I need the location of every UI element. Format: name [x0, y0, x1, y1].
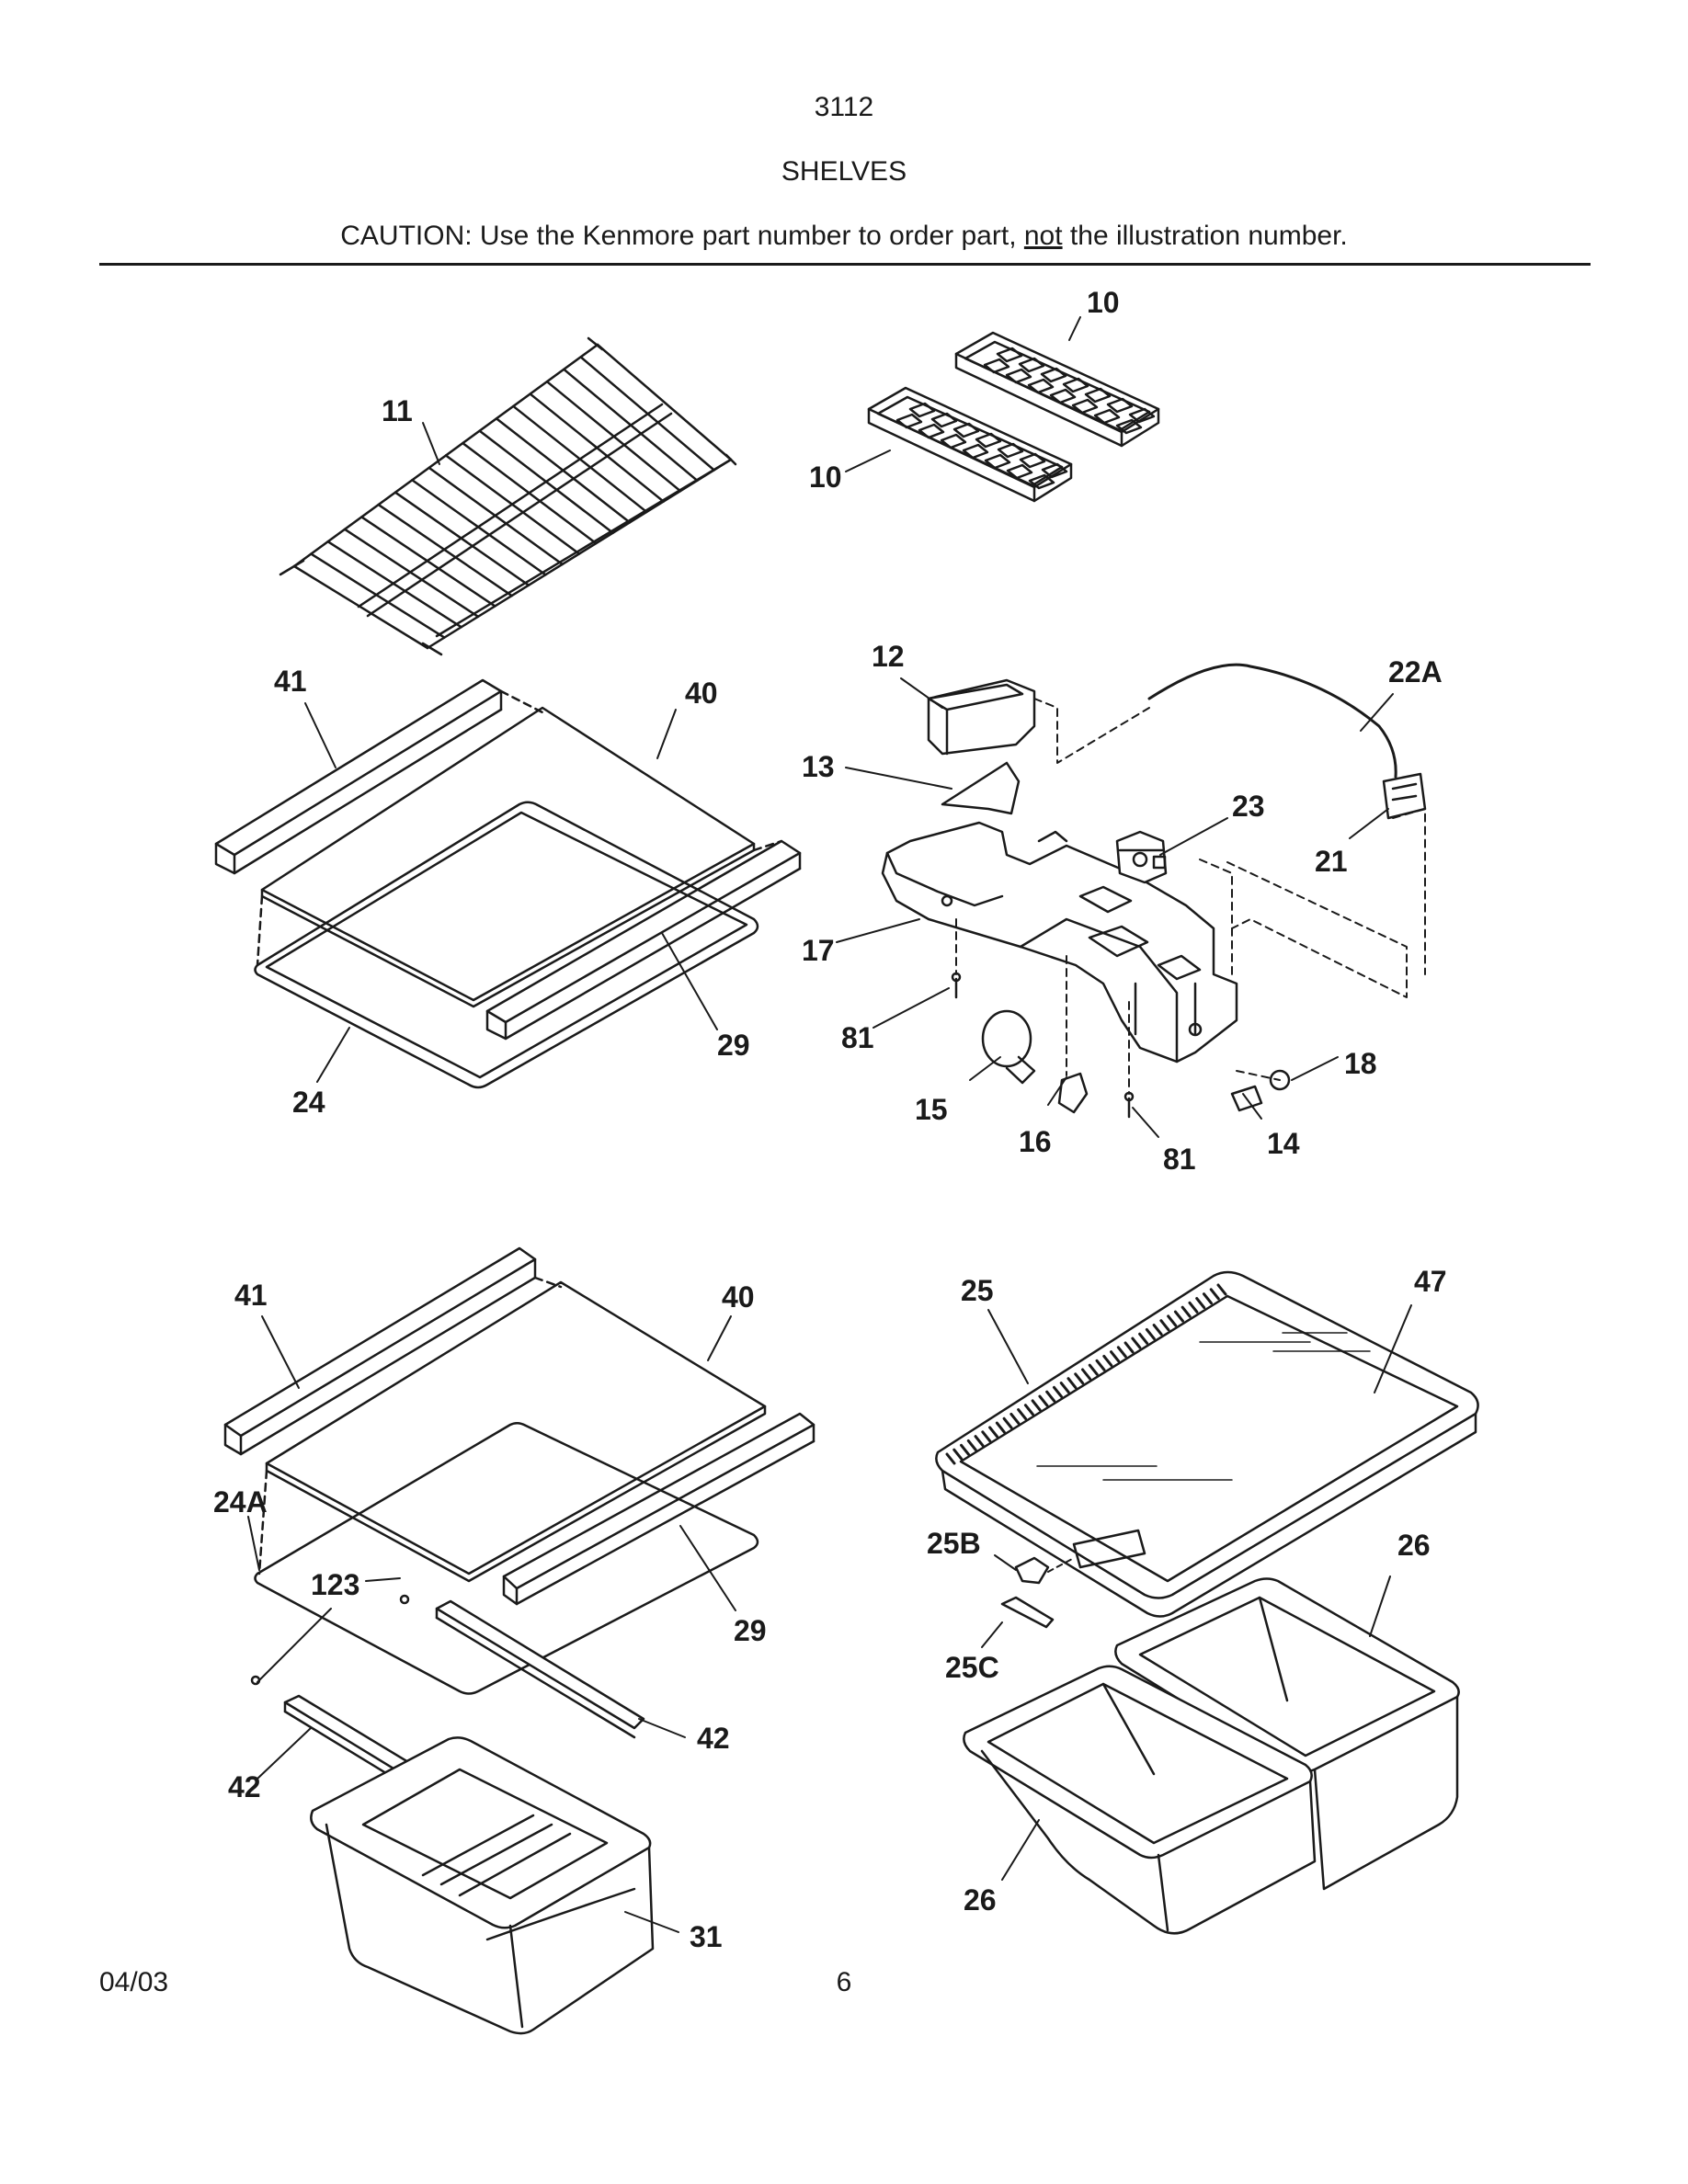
callout-clip-slide: 25C — [945, 1651, 999, 1684]
fill-cup — [927, 678, 1036, 756]
crisper-drawer-left — [963, 1665, 1317, 1935]
callout-cover-frame: 25 — [961, 1274, 994, 1307]
callout-housing: 17 — [802, 934, 835, 967]
callout-drawer-right: 26 — [1397, 1529, 1431, 1562]
callout-screws: 123 — [311, 1568, 359, 1601]
callout-harness: 22A — [1388, 655, 1443, 688]
footer-date: 04/03 — [99, 1967, 169, 1997]
callout-trim-front-lower: 41 — [234, 1279, 268, 1312]
callout-shelf-frame: 24 — [292, 1086, 325, 1119]
callout-wire-shelf: 11 — [382, 394, 413, 427]
wire-harness — [1147, 663, 1427, 820]
callout-screw-left: 81 — [841, 1021, 874, 1054]
wire-shelf — [279, 336, 737, 656]
callout-frame-lower: 24A — [213, 1485, 268, 1519]
ice-bucket-housing — [881, 821, 1238, 1064]
header-rule — [99, 263, 1591, 266]
caution-note: CAUTION: Use the Kenmore part number to … — [340, 221, 1348, 251]
callout-cover-glass: 47 — [1414, 1265, 1447, 1298]
callout-fill-tube: 13 — [802, 750, 835, 783]
upper-right-dashes — [955, 698, 1426, 1095]
callout-fill-cup: 12 — [872, 640, 905, 673]
callout-bulb: 15 — [915, 1093, 948, 1126]
crisper-drawer-right — [1114, 1577, 1460, 1891]
upper-shelf-assembly — [214, 678, 802, 1089]
callout-trim-front-upper: 41 — [274, 665, 307, 698]
footer-page-number: 6 — [836, 1967, 852, 1997]
leader-lines — [247, 316, 1412, 1933]
small-components — [951, 972, 1291, 1119]
callout-switch: 14 — [1267, 1127, 1300, 1160]
callout-crisper-pan: 31 — [690, 1920, 723, 1953]
callout-glass-lower: 40 — [722, 1280, 755, 1314]
crisper-pan-31 — [310, 1736, 655, 2035]
crisper-cover — [935, 1270, 1479, 1618]
fill-tube — [941, 761, 1021, 815]
motor-unit — [1115, 830, 1168, 884]
callout-motor: 23 — [1232, 790, 1265, 823]
section-title: SHELVES — [781, 156, 907, 187]
callout-rail-right: 42 — [697, 1722, 730, 1755]
callout-trim-rear-lower: 29 — [734, 1614, 767, 1647]
ice-tray-front — [867, 386, 1073, 503]
ice-tray-back — [954, 331, 1160, 448]
callout-socket: 16 — [1019, 1125, 1052, 1158]
callout-ice-tray-back: 10 — [1087, 286, 1120, 319]
callout-trim-rear-upper: 29 — [717, 1029, 750, 1062]
caution-emphasis: not — [1023, 221, 1063, 251]
callout-thermostat: 18 — [1344, 1047, 1377, 1080]
callout-clip: 25B — [927, 1527, 981, 1560]
callout-ice-tray-front: 10 — [809, 461, 842, 494]
callout-labels: 10 10 11 41 40 29 24 12 13 17 81 81 15 1… — [213, 286, 1447, 1953]
callout-connector: 21 — [1315, 845, 1348, 878]
callout-screw-right: 81 — [1163, 1143, 1196, 1176]
page-code: 3112 — [814, 92, 874, 122]
callout-glass-upper: 40 — [685, 677, 718, 710]
callout-rail-left: 42 — [228, 1770, 261, 1803]
callout-drawer-left: 26 — [964, 1883, 997, 1917]
cover-clips — [1000, 1556, 1075, 1629]
